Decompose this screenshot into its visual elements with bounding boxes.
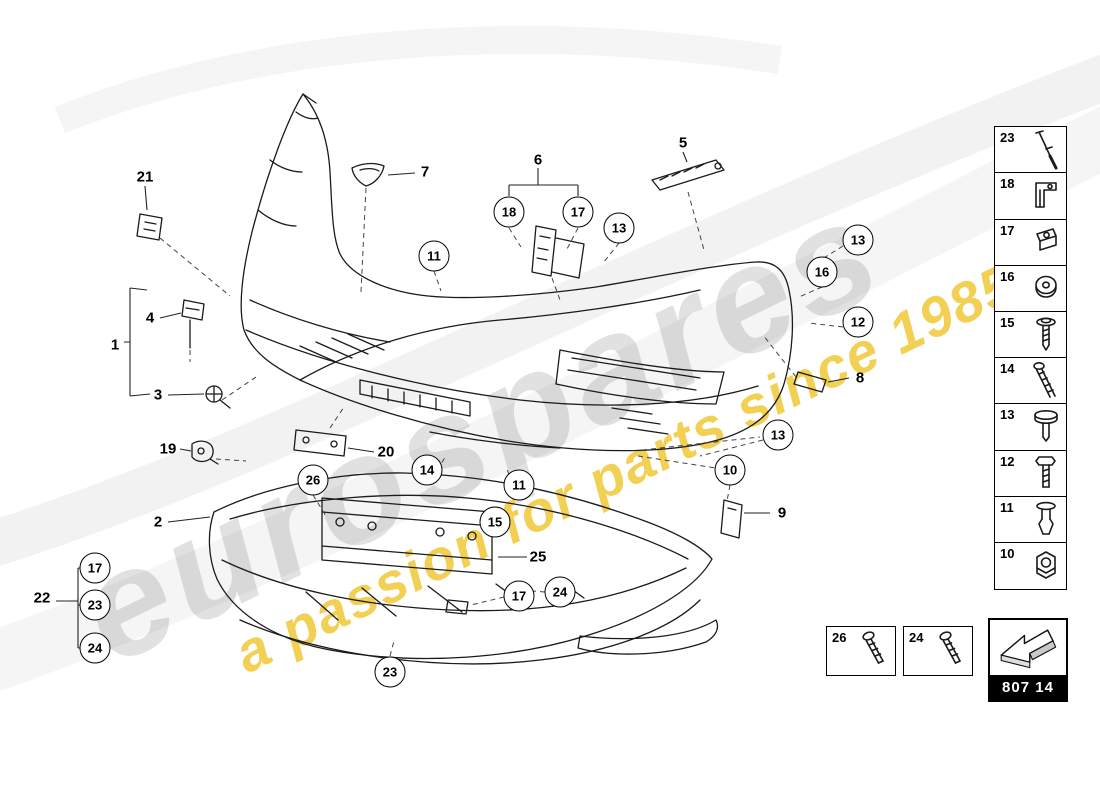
callout-circle-18[interactable]: 18 — [493, 196, 525, 228]
parts-sidebar: 23 18 17 16 15 14 13 12 11 10 — [994, 126, 1067, 592]
part-number: 18 — [1000, 176, 1015, 192]
bracket-9-part — [720, 499, 743, 539]
callout-label-4[interactable]: 4 — [145, 309, 155, 327]
tapping-screw-icon — [860, 629, 890, 676]
callout-circle-26[interactable]: 26 — [297, 464, 329, 496]
callout-circle-24[interactable]: 24 — [544, 576, 576, 608]
front-bumper-upper — [240, 93, 794, 452]
callout-circle-10[interactable]: 10 — [714, 454, 746, 486]
part-box-23[interactable]: 23 — [994, 126, 1067, 176]
part-box-14[interactable]: 14 — [994, 357, 1067, 407]
part-number: 26 — [832, 630, 847, 645]
mounting-clip-icon — [1031, 175, 1061, 222]
part-box-16[interactable]: 16 — [994, 264, 1067, 315]
part-number: 24 — [909, 630, 924, 645]
strip-8-part — [793, 371, 827, 393]
callout-circle-17[interactable]: 17 — [79, 552, 111, 584]
leader-lines — [56, 151, 850, 649]
part-box-15[interactable]: 15 — [994, 311, 1067, 361]
washer-screw-icon — [1031, 314, 1061, 361]
callout-label-9[interactable]: 9 — [777, 504, 787, 522]
part-number: 13 — [1000, 407, 1015, 423]
callout-circle-16[interactable]: 16 — [806, 256, 838, 288]
clip-3-part — [205, 385, 231, 409]
callout-circle-13[interactable]: 13 — [603, 212, 635, 244]
callout-label-1[interactable]: 1 — [110, 336, 120, 354]
rivet-icon — [1031, 129, 1061, 176]
callout-circle-15[interactable]: 15 — [479, 506, 511, 538]
part-box-24[interactable]: 24 — [903, 626, 973, 676]
callout-label-8[interactable]: 8 — [855, 369, 865, 387]
catalog-badge: 807 14 — [988, 618, 1068, 702]
part-box-26[interactable]: 26 — [826, 626, 896, 676]
callout-label-25[interactable]: 25 — [529, 548, 547, 566]
part-number: 23 — [1000, 130, 1015, 146]
expansion-rivet-icon — [1031, 499, 1061, 546]
grommet-icon — [1031, 268, 1061, 315]
dashed-leader-lines — [159, 187, 844, 657]
part-box-18[interactable]: 18 — [994, 172, 1067, 222]
part-box-10[interactable]: 10 — [994, 542, 1067, 592]
sensor-part — [136, 213, 163, 241]
part-box-17[interactable]: 17 — [994, 218, 1067, 269]
callout-circle-23[interactable]: 23 — [79, 589, 111, 621]
long-screw-icon — [1031, 360, 1061, 407]
speed-nut-icon — [1031, 222, 1061, 269]
callout-circle-17[interactable]: 17 — [503, 580, 535, 612]
bracket-6-part — [531, 225, 585, 279]
tapping-screw-icon — [937, 629, 967, 676]
part-number: 16 — [1000, 268, 1015, 284]
plate-20-part — [293, 429, 347, 457]
callout-label-6[interactable]: 6 — [533, 151, 543, 169]
callout-circle-17[interactable]: 17 — [562, 196, 594, 228]
callout-circle-13[interactable]: 13 — [842, 224, 874, 256]
guide-rail-part — [651, 159, 725, 191]
impact-bar — [321, 497, 493, 575]
part-number: 17 — [1000, 222, 1015, 238]
part-box-12[interactable]: 12 — [994, 449, 1067, 500]
callout-label-19[interactable]: 19 — [159, 440, 177, 458]
callout-circle-11[interactable]: 11 — [418, 240, 450, 272]
callout-label-21[interactable]: 21 — [136, 168, 154, 186]
callout-circle-11[interactable]: 11 — [503, 469, 535, 501]
part-number: 10 — [1000, 546, 1015, 562]
callout-circle-12[interactable]: 12 — [842, 306, 874, 338]
callout-label-3[interactable]: 3 — [153, 386, 163, 404]
flange-nut-icon — [1031, 545, 1061, 592]
part-box-11[interactable]: 11 — [994, 495, 1067, 546]
callout-label-2[interactable]: 2 — [153, 513, 163, 531]
arrow-3d-icon — [990, 620, 1066, 675]
callout-circle-13[interactable]: 13 — [762, 419, 794, 451]
front-bumper-lower-splitter — [208, 472, 719, 665]
callout-circle-14[interactable]: 14 — [411, 454, 443, 486]
hex-bolt-icon — [1031, 453, 1061, 500]
callout-label-22[interactable]: 22 — [33, 589, 51, 607]
callout-circle-24[interactable]: 24 — [79, 632, 111, 664]
horn-19-part — [191, 440, 219, 465]
pan-head-screw-icon — [1031, 406, 1061, 453]
callout-circle-23[interactable]: 23 — [374, 656, 406, 688]
part-number: 14 — [1000, 361, 1015, 377]
part-number: 11 — [1000, 499, 1014, 515]
bottom-part-boxes: 26 24 — [826, 626, 973, 676]
part-box-13[interactable]: 13 — [994, 403, 1067, 453]
callout-label-5[interactable]: 5 — [678, 134, 688, 152]
callout-label-7[interactable]: 7 — [420, 163, 430, 181]
catalog-code: 807 14 — [990, 675, 1066, 700]
bracket-4-part — [181, 299, 205, 349]
part-number: 12 — [1000, 453, 1015, 469]
background-swooshes — [0, 26, 1100, 692]
part-number: 15 — [1000, 315, 1015, 331]
emblem-part — [351, 162, 385, 187]
callout-label-20[interactable]: 20 — [377, 443, 395, 461]
clip-bottom-part — [445, 599, 469, 615]
